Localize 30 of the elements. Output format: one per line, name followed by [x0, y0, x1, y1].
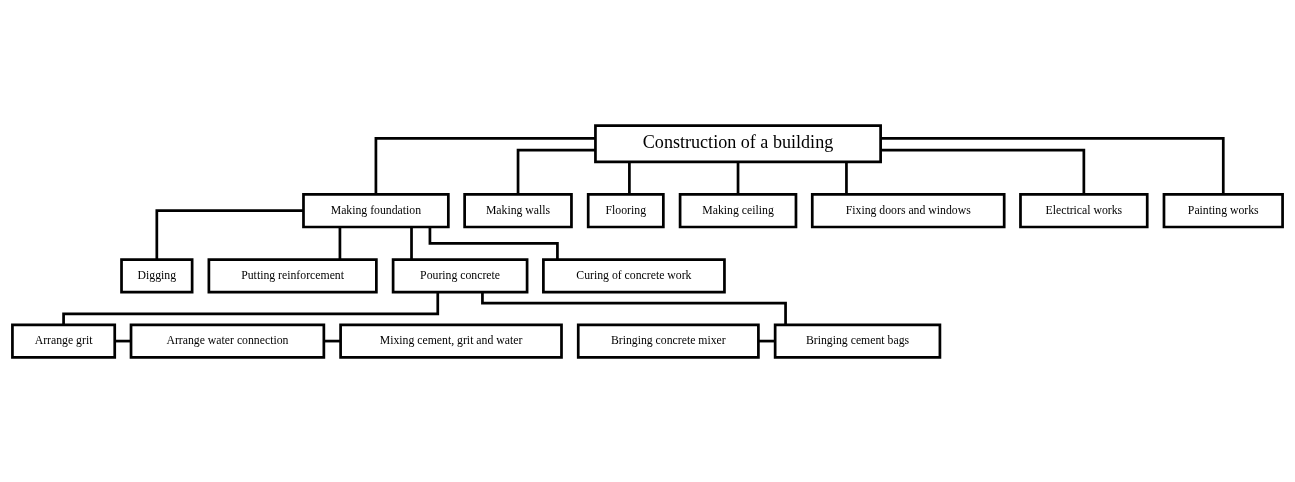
node-box: Curing of concrete work — [542, 257, 726, 294]
node-box: Electrical works — [1019, 192, 1149, 228]
node-box: Construction of a building — [594, 123, 882, 163]
connector — [736, 161, 740, 194]
connector — [338, 226, 342, 259]
connector — [516, 148, 596, 194]
connector — [628, 161, 631, 194]
node-box: Making foundation — [302, 192, 450, 228]
node-box: Digging — [120, 257, 194, 294]
node-box: Flooring — [586, 192, 665, 228]
node-box: Mixing cement, grit and water — [339, 322, 563, 359]
connector — [410, 226, 413, 259]
node-box: Bringing concrete mixer — [576, 322, 760, 359]
node-box: Painting works — [1162, 192, 1284, 228]
node-box: Arrange water connection — [129, 322, 326, 359]
connector — [62, 291, 440, 325]
node-box: Pouring concrete — [391, 257, 529, 294]
connector — [481, 291, 787, 325]
node-box: Fixing doors and windows — [810, 192, 1006, 228]
node-box: Arrange grit — [11, 322, 117, 359]
connector — [845, 161, 848, 194]
connector — [155, 208, 304, 259]
node-box: Making ceiling — [678, 192, 798, 228]
node-box: Making walls — [463, 192, 573, 228]
connector — [374, 136, 596, 194]
connector — [428, 226, 559, 259]
connector — [880, 136, 1225, 194]
node-box: Bringing cement bags — [773, 322, 942, 359]
node-box: Putting reinforcement — [207, 257, 378, 294]
connector — [880, 148, 1086, 194]
